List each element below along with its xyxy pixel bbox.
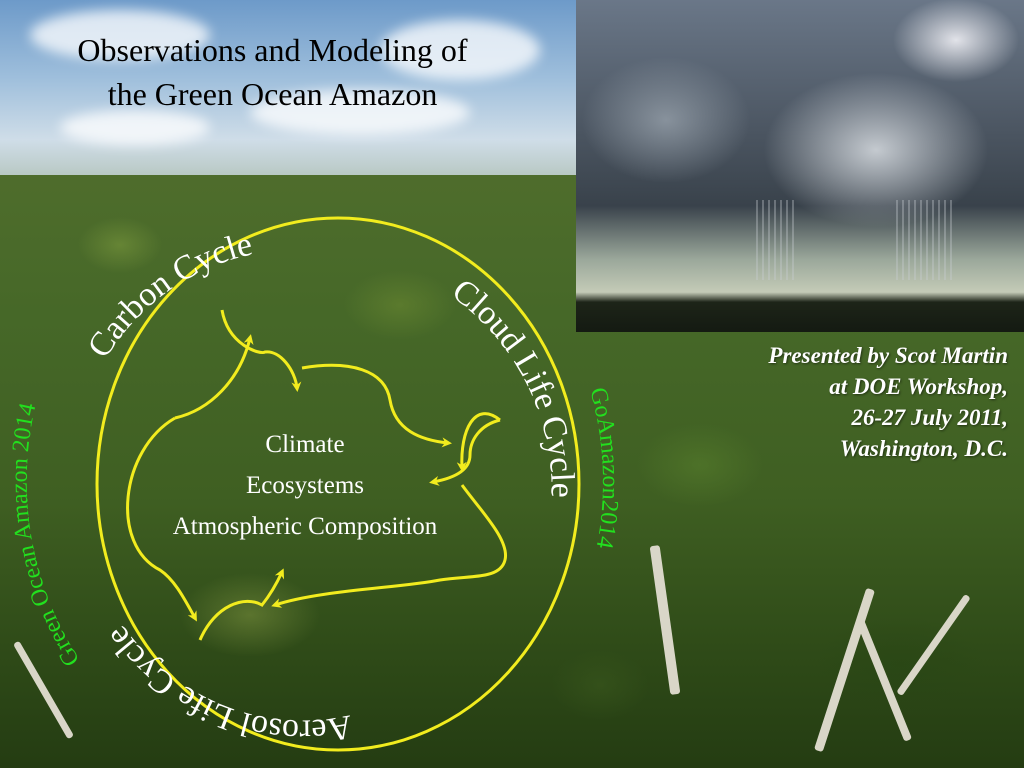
slide-title: Observations and Modeling of the Green O… — [0, 28, 545, 116]
title-line-2: the Green Ocean Amazon — [107, 76, 438, 112]
presenter-line-3: 26-27 July 2011, — [851, 405, 1008, 430]
carbon-cycle-label: Carbon Cycle — [81, 226, 256, 365]
presenter-line-2: at DOE Workshop, — [829, 374, 1008, 399]
aerosol-life-cycle-label: Aerosol Life Cycle — [99, 619, 355, 749]
presenter-line-1: Presented by Scot Martin — [768, 343, 1008, 368]
cycle-arrows — [126, 309, 507, 641]
goamazon-label: GoAmazon2014 — [584, 385, 623, 551]
green-ocean-amazon-label: Green Ocean Amazon 2014 — [7, 401, 85, 671]
topic-ecosystems: Ecosystems — [245, 472, 365, 499]
sky-photo — [0, 0, 576, 175]
title-line-1: Observations and Modeling of — [77, 32, 468, 68]
topic-climate: Climate — [265, 431, 345, 458]
storm-cloud-photo — [576, 0, 1024, 332]
cycle-circle — [95, 216, 581, 752]
presenter-info: Presented by Scot Martin at DOE Workshop… — [608, 340, 1008, 464]
topic-atmospheric-composition: Atmospheric Composition — [172, 513, 438, 540]
center-topics: Climate Ecosystems Atmospheric Compositi… — [100, 424, 510, 547]
presenter-line-4: Washington, D.C. — [839, 436, 1008, 461]
